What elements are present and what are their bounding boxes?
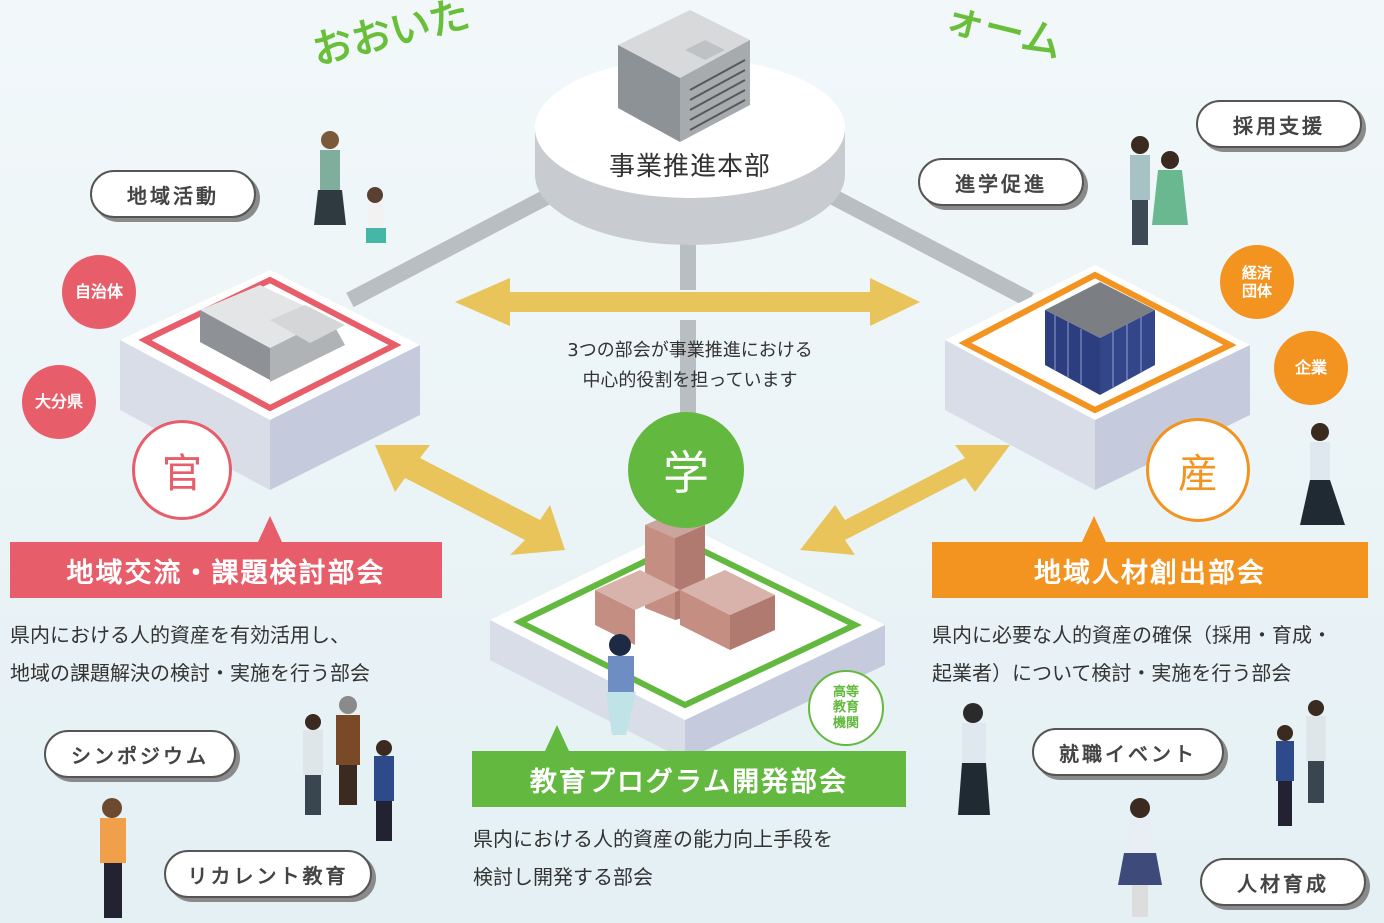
person-mother-child xyxy=(314,131,386,243)
hq-building xyxy=(618,10,750,142)
gov-platform xyxy=(120,270,420,490)
central-note-line1: 3つの部会が事業推進における xyxy=(567,340,813,361)
desc-gov: 県内における人的資産を有効活用し、 地域の課題解決の検討・実施を行う部会 xyxy=(10,623,370,685)
arrow-right-diagonal xyxy=(800,445,1010,555)
tag-chiiki-katsudou: 地域活動 xyxy=(90,170,256,218)
pointer-ind xyxy=(1082,516,1106,542)
ind-platform xyxy=(945,265,1250,490)
tag-recurrent: リカレント教育 xyxy=(164,850,372,898)
people xyxy=(100,131,1345,918)
symbol-aca: 学 xyxy=(628,412,744,528)
person-couple xyxy=(1130,136,1188,245)
central-note-line2: 中心的役割を担っています xyxy=(582,370,798,391)
connector-lines xyxy=(346,182,1034,420)
hq-label: 事業推進本部 xyxy=(608,152,771,182)
person-student xyxy=(1118,798,1162,917)
person-speaker xyxy=(100,798,126,918)
person-runner xyxy=(1300,423,1345,525)
central-note: 3つの部会が事業推進における 中心的役割を担っています xyxy=(490,336,890,396)
tag-shushoku: 就職イベント xyxy=(1032,728,1224,776)
pointer-gov xyxy=(258,516,282,542)
arrow-horizontal xyxy=(455,278,920,326)
badge-keizai: 経済 団体 xyxy=(1220,245,1294,319)
badge-kigyou: 企業 xyxy=(1274,331,1348,405)
person-walking-man xyxy=(958,703,990,815)
badge-oita-ken: 大分県 xyxy=(22,365,96,439)
person-business-group xyxy=(303,696,394,841)
tag-symposium: シンポジウム xyxy=(44,730,236,778)
banner-gov: 地域交流・課題検討部会 xyxy=(10,542,442,598)
banner-ind: 地域人材創出部会 xyxy=(932,542,1368,598)
desc-aca: 県内における人的資産の能力向上手段を 検討し開発する部会 xyxy=(473,827,833,889)
tag-saiyou: 採用支援 xyxy=(1196,100,1362,148)
badge-koutou: 高等 教育 機関 xyxy=(808,670,884,746)
banner-aca: 教育プログラム開発部会 xyxy=(472,751,906,807)
arrow-left-diagonal xyxy=(375,445,565,555)
person-woman-sitting xyxy=(606,634,636,735)
arrows xyxy=(375,278,1010,555)
person-pair-right xyxy=(1276,700,1326,826)
tag-jinzai: 人材育成 xyxy=(1200,858,1366,906)
pointer-aca xyxy=(545,725,569,751)
symbol-ind: 産 xyxy=(1146,418,1250,522)
symbol-gov: 官 xyxy=(132,420,232,520)
tag-shingaku: 進学促進 xyxy=(918,158,1084,206)
desc-ind: 県内に必要な人的資産の確保（採用・育成・ 起業者）について検討・実施を行う部会 xyxy=(932,623,1332,685)
badge-jichitai: 自治体 xyxy=(62,255,136,329)
aca-platform xyxy=(490,512,885,760)
